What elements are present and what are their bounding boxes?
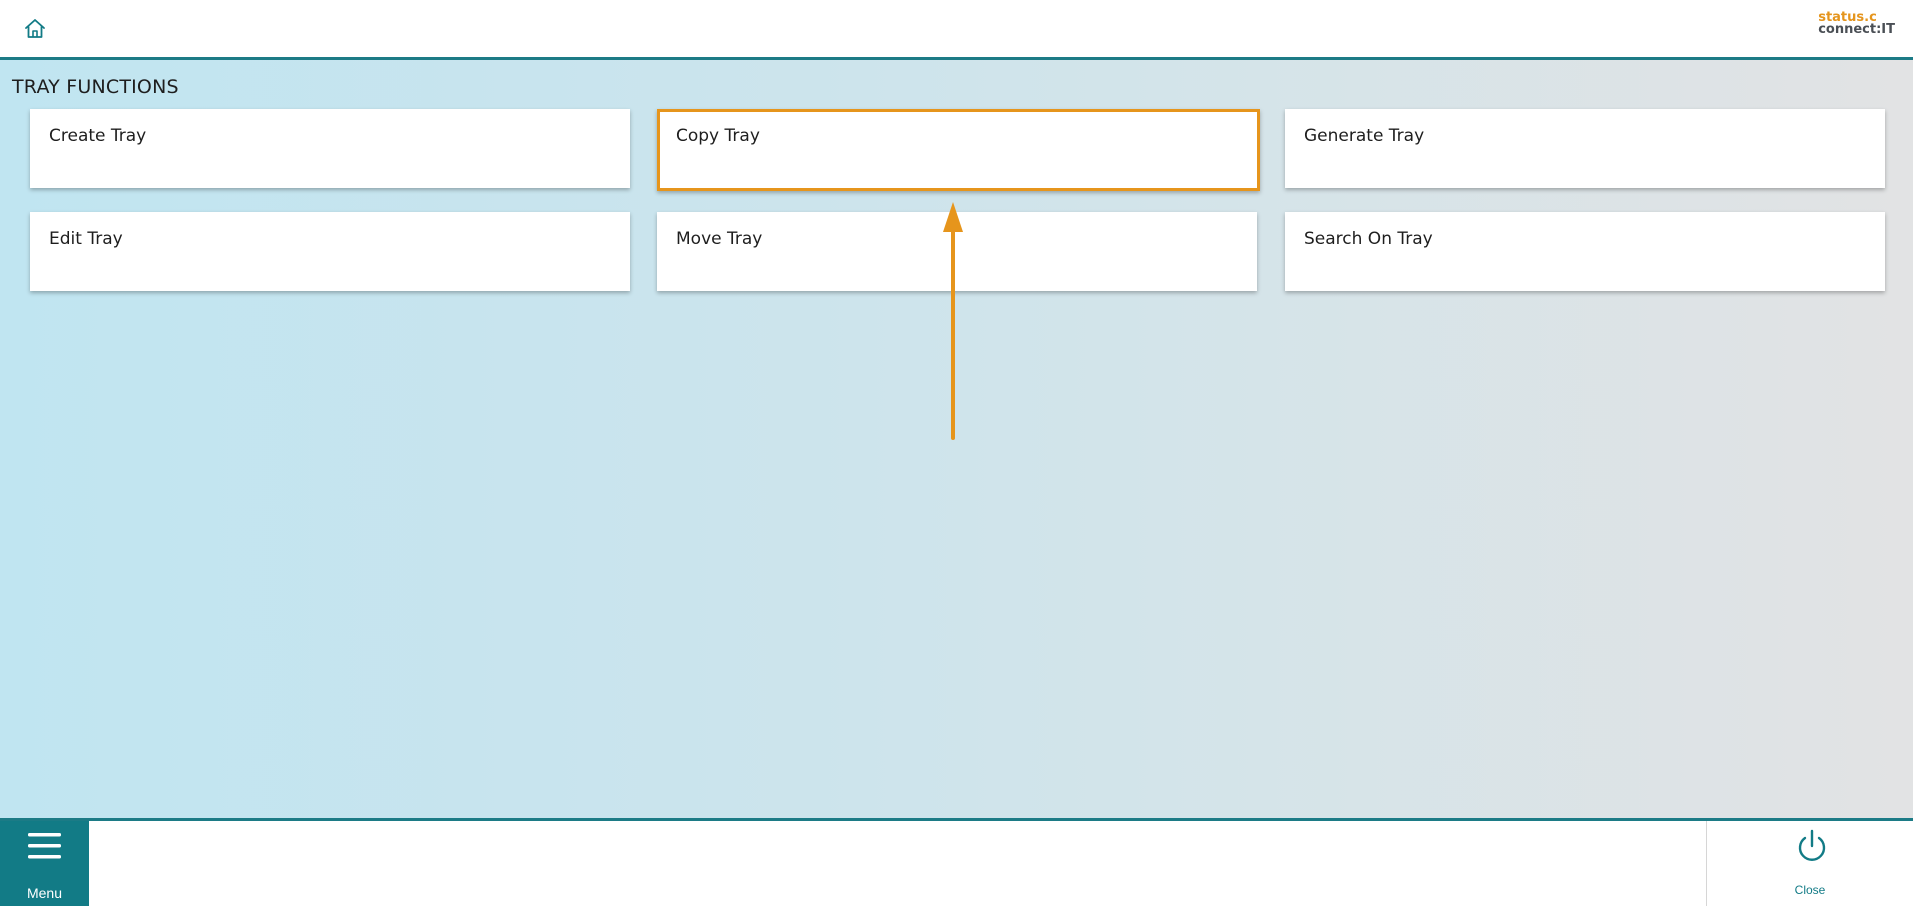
- search-on-tray-tile[interactable]: Search On Tray: [1285, 212, 1885, 291]
- page-title: TRAY FUNCTIONS: [12, 76, 179, 98]
- home-button[interactable]: [22, 16, 48, 40]
- logo-line-2: connect:IT: [1818, 22, 1895, 37]
- main-content: TRAY FUNCTIONS Create Tray Copy Tray Gen…: [0, 60, 1913, 821]
- brand-logo: status.c connect:IT: [1818, 10, 1895, 37]
- move-tray-tile[interactable]: Move Tray: [657, 212, 1257, 291]
- generate-tray-tile[interactable]: Generate Tray: [1285, 109, 1885, 188]
- tile-label: Create Tray: [49, 126, 147, 146]
- top-bar: status.c connect:IT: [0, 0, 1913, 60]
- tile-label: Copy Tray: [676, 126, 760, 146]
- create-tray-tile[interactable]: Create Tray: [30, 109, 630, 188]
- tile-label: Move Tray: [676, 229, 763, 249]
- copy-tray-tile[interactable]: Copy Tray: [657, 109, 1260, 191]
- bottom-bar: Menu Close: [0, 821, 1913, 906]
- edit-tray-tile[interactable]: Edit Tray: [30, 212, 630, 291]
- logo-line-1: status.c: [1818, 10, 1877, 25]
- close-label: Close: [1794, 883, 1826, 897]
- footer-divider: [1706, 821, 1707, 906]
- power-icon: [1798, 829, 1826, 861]
- tile-label: Search On Tray: [1304, 229, 1433, 249]
- tile-label: Edit Tray: [49, 229, 123, 249]
- home-icon: [25, 18, 45, 38]
- close-button[interactable]: Close: [1707, 821, 1913, 906]
- menu-button[interactable]: Menu: [0, 821, 89, 906]
- hamburger-icon: [28, 833, 61, 859]
- menu-label: Menu: [26, 885, 63, 901]
- tile-label: Generate Tray: [1304, 126, 1425, 146]
